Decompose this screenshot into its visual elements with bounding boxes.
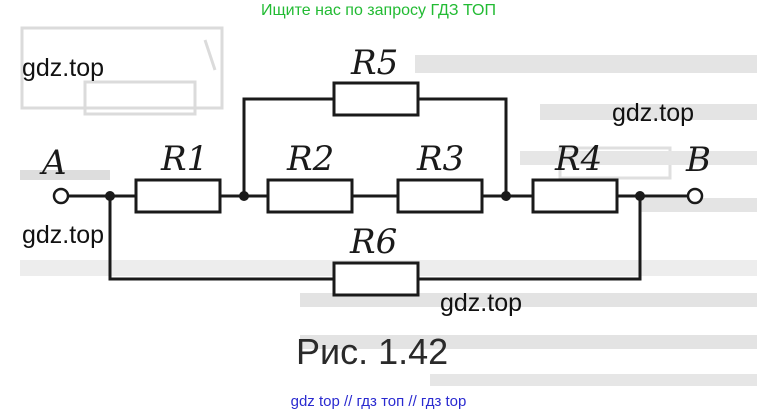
bottom-banner[interactable]: gdz top // гдз топ // гдз top bbox=[290, 393, 467, 410]
resistor-r3 bbox=[396, 178, 484, 214]
node-4 bbox=[635, 191, 645, 201]
resistor-r2 bbox=[266, 178, 354, 214]
label-r5: R5 bbox=[350, 43, 398, 83]
node-1 bbox=[105, 191, 115, 201]
node-3 bbox=[501, 191, 511, 201]
resistor-r1 bbox=[134, 178, 222, 214]
terminal-b-label: B bbox=[685, 140, 711, 180]
resistors bbox=[134, 81, 619, 297]
watermark: gdz.top bbox=[612, 99, 695, 127]
wire-r5-left bbox=[242, 97, 336, 198]
label-r2: R2 bbox=[286, 139, 334, 179]
watermark: gdz.top bbox=[22, 54, 105, 82]
resistor-r6 bbox=[332, 261, 420, 297]
wire-r6-left bbox=[108, 194, 336, 281]
terminal-a-label: A bbox=[39, 143, 67, 183]
resistor-r5 bbox=[332, 81, 420, 117]
wire-r5-right bbox=[416, 97, 508, 198]
wire-r6-right bbox=[416, 194, 642, 281]
node-2 bbox=[239, 191, 249, 201]
terminal-b-circle bbox=[686, 187, 704, 205]
watermark: gdz.top bbox=[22, 221, 105, 249]
label-r6: R6 bbox=[349, 222, 397, 262]
label-r4: R4 bbox=[554, 139, 602, 179]
watermark: gdz.top bbox=[440, 289, 523, 317]
resistor-r4 bbox=[531, 178, 619, 214]
junction-nodes bbox=[105, 191, 645, 201]
label-r1: R1 bbox=[160, 139, 208, 179]
background-page-ghost bbox=[20, 26, 757, 386]
figure-caption: Рис. 1.42 bbox=[296, 331, 449, 372]
terminals bbox=[52, 187, 704, 205]
terminal-a-circle bbox=[52, 187, 70, 205]
label-r3: R3 bbox=[416, 139, 464, 179]
top-banner[interactable]: Ищите нас по запросу ГДЗ ТОП bbox=[261, 2, 496, 19]
